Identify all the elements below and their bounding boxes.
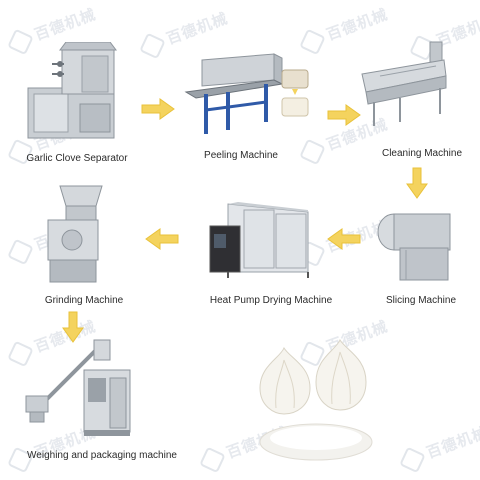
garlic-clove-separator-image <box>27 42 117 139</box>
arrow-left-icon <box>145 228 179 250</box>
arrow-left-icon <box>327 228 361 250</box>
step-label-peeling-machine: Peeling Machine <box>204 150 278 161</box>
arrow-right-icon <box>141 98 175 120</box>
step-label-weighing-packaging-machine: Weighing and packaging machine <box>27 450 177 461</box>
garlic-bulbs-and-powder-icon <box>259 338 373 461</box>
watermark: 百德机械 <box>399 421 480 474</box>
step-label-garlic-clove-separator: Garlic Clove Separator <box>26 153 128 164</box>
grinding-machine-image <box>47 185 103 283</box>
step-label-grinding-machine: Grinding Machine <box>44 295 124 306</box>
arrow-down-icon <box>406 167 428 199</box>
step-label-slicing-machine: Slicing Machine <box>385 295 457 306</box>
slicing-machine-image <box>377 213 451 281</box>
heat-pump-drying-machine-image <box>209 202 309 278</box>
peeling-machine-image <box>184 53 309 134</box>
weighing-packaging-machine-image <box>25 339 131 436</box>
arrow-right-icon <box>327 104 361 126</box>
cleaning-machine-image <box>361 41 447 126</box>
step-label-heat-pump-drying-machine: Heat Pump Drying Machine <box>209 295 333 306</box>
step-label-cleaning-machine: Cleaning Machine <box>381 148 463 159</box>
arrow-down-icon <box>62 311 84 343</box>
